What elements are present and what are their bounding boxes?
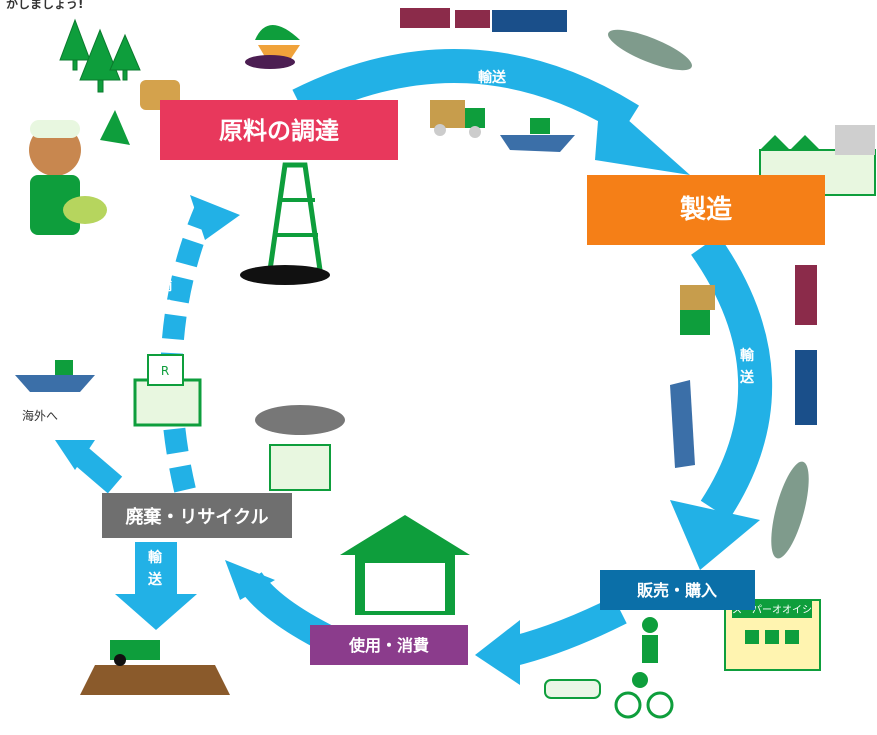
train-icon	[400, 8, 567, 32]
transport-label-right-2: 送	[739, 369, 755, 386]
transport-label-left-1: 輸	[158, 277, 173, 294]
truck-icon	[430, 100, 485, 138]
arrow-manufacture-to-sales: 輸 送	[670, 235, 772, 570]
airplane-icon-right	[771, 461, 809, 559]
airplane-icon	[608, 29, 692, 71]
delivery-person-icon	[642, 617, 658, 663]
stage-disposal: 廃棄・リサイクル	[102, 493, 292, 538]
stage-raw-label: 原料の調達	[219, 117, 339, 145]
arrow-recycle-to-raw: 輸 送	[157, 195, 240, 493]
transport-label-down-1: 輸	[148, 549, 163, 566]
stage-sales-label: 販売・購入	[637, 581, 717, 600]
stage-raw-materials: 原料の調達	[160, 100, 398, 160]
arrow-raw-to-manufacture: 輸送	[292, 48, 690, 175]
arrow-sales-to-use	[475, 596, 627, 685]
transport-label-top: 輸送	[478, 69, 507, 86]
oil-rig-icon	[240, 162, 330, 285]
ship-icon	[500, 118, 575, 152]
car-icon	[544, 679, 601, 699]
forest-icon	[59, 18, 141, 93]
stage-use-label: 使用・消費	[348, 636, 429, 655]
transport-label-down-2: 送	[147, 571, 163, 588]
house-icon	[340, 515, 470, 615]
intro-text: かしましょう!	[6, 0, 83, 11]
stage-use: 使用・消費	[310, 625, 468, 665]
supermarket-icon: スーパーオオイシ	[724, 599, 821, 671]
farmer-icon	[29, 110, 130, 235]
mine-icon	[245, 25, 300, 69]
overseas-ship-icon	[15, 360, 95, 392]
transport-label-left-2: 送	[157, 299, 173, 316]
arrow-disposal-to-landfill: 輸 送	[115, 542, 197, 630]
ship-icon-right	[670, 380, 695, 468]
incinerator-icon	[255, 405, 345, 491]
overseas-label: 海外へ	[22, 408, 58, 423]
bicycle-courier-icon	[614, 672, 674, 719]
recycle-mark: R	[161, 364, 169, 378]
stage-disposal-label: 廃棄・リサイクル	[125, 506, 268, 528]
arrow-overseas	[55, 440, 123, 494]
stage-manufacturing: 製造	[587, 175, 825, 245]
stage-manufacture-label: 製造	[680, 195, 732, 225]
transport-label-right-1: 輸	[740, 347, 755, 364]
stage-sales: 販売・購入	[600, 570, 755, 610]
freight-train-icon	[795, 265, 817, 425]
landfill-icon	[80, 640, 230, 695]
recycle-factory-icon: R	[133, 354, 202, 427]
truck-icon-right	[680, 285, 715, 335]
